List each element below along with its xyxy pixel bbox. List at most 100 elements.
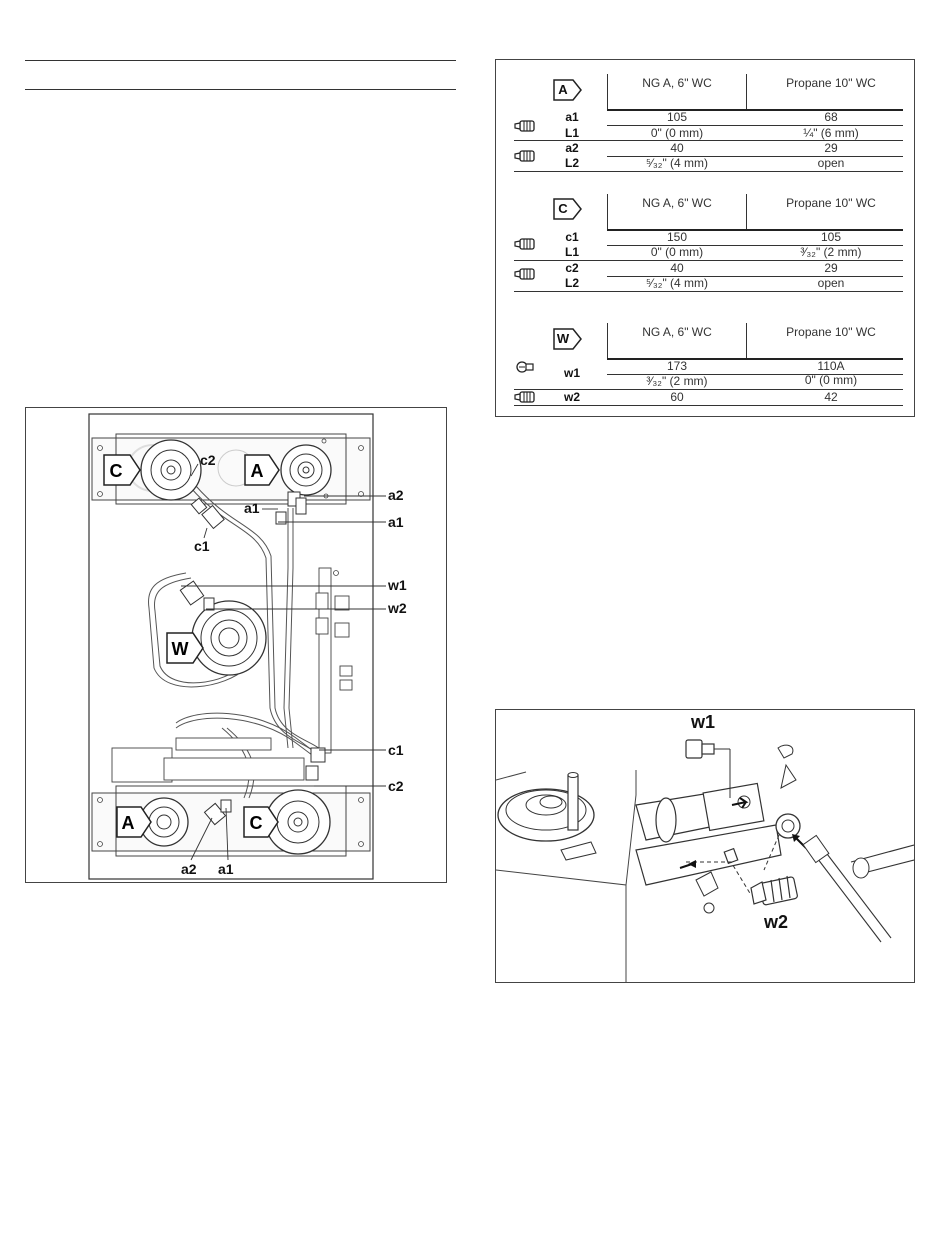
- row-label: a2: [565, 141, 579, 155]
- nozzle-icon: [514, 391, 535, 403]
- callout-a1-top-left: a1: [244, 500, 260, 516]
- divider: [607, 125, 903, 126]
- nozzle-icon: [514, 268, 535, 280]
- callout-c1-bottom: c1: [388, 742, 404, 758]
- callout-w1: w1: [690, 712, 715, 732]
- cell-ng: 0" (0 mm): [650, 245, 704, 259]
- divider: [514, 389, 903, 390]
- cell-propane: open: [817, 156, 845, 170]
- cell-ng: ⁵⁄₃₂" (4 mm): [645, 156, 709, 170]
- row-label: c1: [565, 230, 579, 244]
- callout-c1-top: c1: [194, 538, 210, 554]
- divider: [607, 229, 903, 231]
- cell-propane: 0" (0 mm): [804, 373, 858, 387]
- group-tag-a-icon: [553, 79, 582, 101]
- nozzle-icon: [514, 120, 535, 132]
- divider: [746, 194, 747, 230]
- cell-ng: 40: [670, 261, 684, 275]
- cell-ng: 40: [670, 141, 684, 155]
- cell-propane: open: [817, 276, 845, 290]
- header-rule-top: [25, 60, 456, 61]
- divider: [514, 140, 903, 141]
- cell-propane: 29: [824, 261, 838, 275]
- divider: [607, 276, 903, 277]
- cell-ng: 0" (0 mm): [650, 126, 704, 140]
- col-header-propane: Propane 10" WC: [786, 76, 876, 90]
- cell-propane: 110A: [817, 359, 845, 373]
- cell-propane: 29: [824, 141, 838, 155]
- row-label: c2: [565, 261, 579, 275]
- group-tag-a: A: [558, 82, 568, 97]
- burner-tag-c-top: C: [103, 454, 141, 486]
- burner-tag-a-top: A: [244, 454, 280, 486]
- burner-tag-a-bottom: A: [116, 806, 152, 838]
- divider: [514, 260, 903, 261]
- burner-tag-c-bottom: C: [243, 806, 279, 838]
- cell-propane: 105: [820, 230, 842, 244]
- row-label: w2: [563, 390, 580, 404]
- callout-w2: w2: [763, 912, 788, 932]
- col-header-ng: NG A, 6" WC: [642, 325, 712, 339]
- cell-propane: ³⁄₃₂" (2 mm): [800, 245, 862, 259]
- divider: [607, 358, 903, 360]
- cell-ng: 150: [666, 230, 688, 244]
- col-header-ng: NG A, 6" WC: [642, 76, 712, 90]
- row-label: L1: [564, 126, 579, 140]
- cell-ng: ³⁄₃₂" (2 mm): [646, 374, 708, 388]
- burner-tag-w: W: [166, 632, 204, 664]
- callout-a1-top-right: a1: [388, 514, 404, 530]
- callout-a2-bottom: a2: [181, 861, 197, 877]
- callout-c2-top: c2: [200, 452, 216, 468]
- divider: [746, 74, 747, 110]
- row-label: L2: [564, 276, 579, 290]
- burner-tag-c-bottom-label: C: [250, 813, 263, 833]
- cooktop-diagram: C A W A C c2 a2 a1 a1 c1 w1 w2 c1 c2: [88, 413, 407, 880]
- screw-nozzle-icon: [516, 361, 534, 373]
- row-label: L2: [564, 156, 579, 170]
- row-label: L1: [564, 245, 579, 259]
- divider: [514, 171, 903, 172]
- nozzle-icon: [514, 238, 535, 250]
- callout-w2: w2: [387, 600, 407, 616]
- nozzle-icon: [514, 150, 535, 162]
- burner-tag-a-top-label: A: [251, 461, 264, 481]
- col-header-propane: Propane 10" WC: [786, 196, 876, 210]
- group-tag-w: W: [556, 331, 570, 346]
- cell-propane: ¼" (6 mm): [803, 126, 859, 140]
- burner-tag-a-bottom-label: A: [122, 813, 135, 833]
- divider: [607, 156, 903, 157]
- wok-nozzle-detail-figure: w1 w2: [495, 709, 915, 983]
- divider: [607, 323, 608, 359]
- group-tag-w-icon: [553, 328, 582, 350]
- divider: [607, 194, 608, 230]
- callout-a1-bottom: a1: [218, 861, 234, 877]
- col-header-propane: Propane 10" WC: [786, 325, 876, 339]
- row-label: a1: [565, 110, 579, 124]
- divider: [607, 245, 903, 246]
- cooktop-burner-layout-figure: C A W A C c2 a2 a1 a1 c1 w1 w2 c1 c2: [25, 407, 447, 883]
- divider: [607, 374, 903, 375]
- divider: [607, 109, 903, 111]
- cell-propane: 68: [824, 110, 838, 124]
- cell-ng: 60: [670, 390, 684, 404]
- group-tag-c-icon: [553, 198, 582, 220]
- callout-a2-top: a2: [388, 487, 404, 503]
- cell-ng: 173: [666, 359, 688, 373]
- cell-propane: 42: [824, 390, 838, 404]
- callout-w1: w1: [387, 577, 407, 593]
- cell-ng: ⁵⁄₃₂" (4 mm): [645, 276, 709, 290]
- divider: [514, 291, 903, 292]
- divider: [607, 74, 608, 110]
- divider: [514, 405, 903, 406]
- row-label: w1: [563, 366, 580, 380]
- col-header-ng: NG A, 6" WC: [642, 196, 712, 210]
- nozzle-table-box: A NG A, 6" WC Propane 10" WC a1 105 68 L…: [495, 59, 915, 417]
- header-rule-bottom: [25, 89, 456, 90]
- cell-ng: 105: [666, 110, 688, 124]
- callout-c2-bottom: c2: [388, 778, 404, 794]
- nozzle-detail-diagram: w1 w2: [495, 712, 915, 982]
- group-tag-c: C: [558, 201, 568, 216]
- burner-tag-c-top-label: C: [110, 461, 123, 481]
- divider: [746, 323, 747, 359]
- burner-tag-w-label: W: [172, 639, 189, 659]
